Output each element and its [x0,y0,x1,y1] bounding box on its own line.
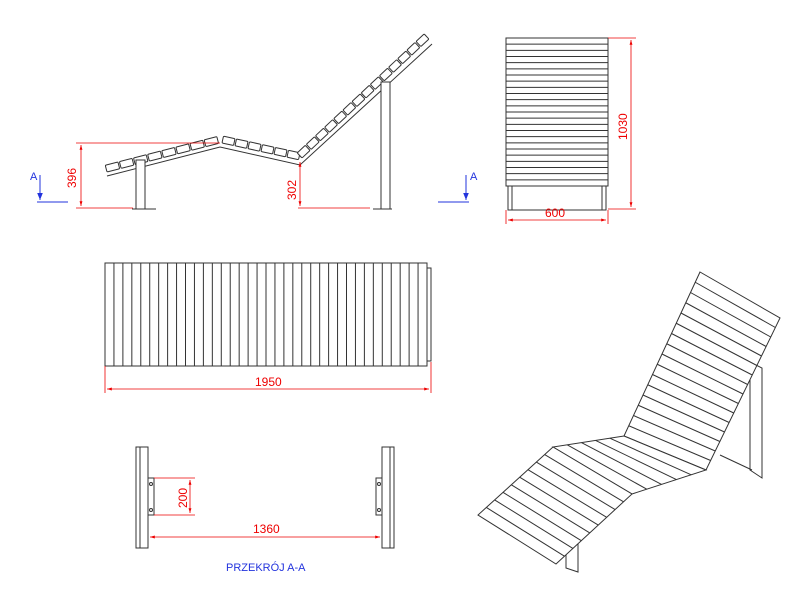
bolt-hole [377,508,381,512]
slat-line [486,507,565,557]
slat [306,136,320,150]
slat [104,161,120,173]
slat [324,119,338,133]
front-view: 1030 600 [505,37,636,224]
top-end-cap [426,267,432,362]
dim-302-label: 302 [285,180,299,200]
slat-line [628,425,711,461]
slat-line [676,322,758,366]
slat-line [502,491,582,542]
bolt-hole [149,508,153,512]
top-view: 1950 [104,262,432,393]
front-slats [506,43,608,181]
slat [221,135,236,146]
section-leg-left [135,446,149,549]
dim-1950-label: 1950 [255,375,282,389]
slat-line [642,394,725,433]
slat-line [511,484,591,534]
slat-line [581,442,662,485]
slat-line [690,292,771,338]
slat-line [544,454,624,503]
dim-200-label: 200 [176,488,190,508]
slat [333,110,347,124]
slat-line [595,439,677,481]
slat [297,145,311,159]
slat [406,42,420,56]
section-mark-left: A [30,171,38,183]
slat [286,150,301,160]
slat [175,143,191,155]
dim-600-label: 600 [545,206,565,220]
section-leg-right [381,446,395,549]
slat-line [695,281,776,328]
slat-line [633,415,716,452]
bracket-right [375,477,383,516]
slat [189,139,205,151]
slat-line [647,384,730,423]
slat-line [666,343,748,385]
slat [260,144,275,155]
iso-slats [486,281,776,557]
slat-line [661,353,744,395]
section-mark-right: A [470,171,478,183]
slat [273,147,288,158]
iso-rear-leg [749,361,763,479]
slat-line [536,461,616,510]
slat [203,136,219,147]
slat [351,93,365,107]
dim-1030-label: 1030 [616,113,630,140]
slat [119,158,135,169]
slat [361,85,375,99]
top-slats [113,263,419,366]
front-base-frame [507,185,607,211]
rear-leg [380,81,391,210]
slat-line [680,312,762,357]
slat [147,150,163,162]
section-title: PRZEKRÓJ A-A [226,561,306,574]
side-view: 396 302 A A [30,33,478,210]
slat [161,147,177,158]
slat [247,141,262,152]
bolt-hole [377,482,381,486]
dim-396-label: 396 [65,168,79,188]
slat [342,102,356,116]
slat [370,76,384,90]
slat-line [494,499,574,549]
slat [397,50,411,64]
slat-line [671,333,753,376]
front-leg [135,159,146,210]
bolt-hole [149,482,153,486]
slat-line [638,404,721,442]
side-slats [104,33,429,173]
slat-line [657,363,739,404]
slat-line [652,374,734,414]
slat [315,128,329,141]
side-frame-line [106,43,433,177]
bracket-left [147,477,155,516]
slat [234,138,249,149]
iso-rear-foot [719,454,753,471]
slat-line [566,444,648,490]
slat-line [527,469,607,518]
dim-1360-label: 1360 [253,522,280,536]
slat [388,59,402,73]
slat-line [609,437,692,476]
slat-line [685,302,767,347]
section-view: 200 1360 PRZEKRÓJ A-A [135,446,395,574]
slat-line [519,476,599,526]
isometric-view [477,271,781,573]
slat [415,33,429,47]
slat [379,68,393,81]
